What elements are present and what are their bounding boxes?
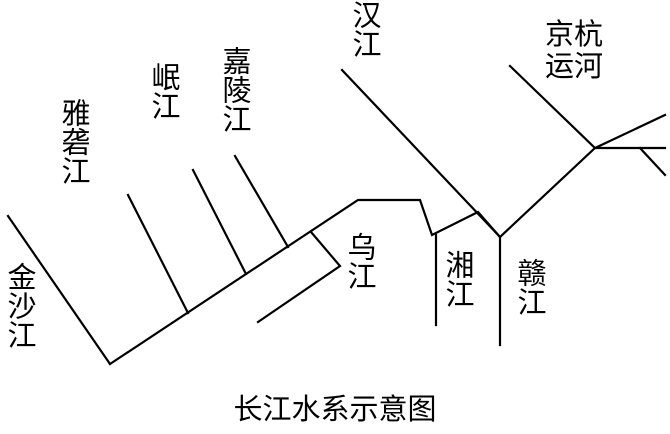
label-yalong-river: 雅砻江 [57,98,91,185]
label-grand-canal-line2: 运河 [545,49,604,83]
wu-river-line [256,230,342,324]
label-xiang-river: 湘江 [441,250,475,308]
label-jialing-river: 嘉陵江 [218,46,252,133]
label-wu-river: 乌江 [343,232,377,290]
grand-canal-line [508,64,667,150]
jialing-river-line [233,154,290,249]
diagram-caption: 长江水系示意图 [233,392,437,426]
label-jinsha-river: 金沙江 [3,262,37,349]
label-grand-canal-line1: 京杭 [545,17,604,51]
label-han-river: 汉江 [348,0,382,58]
jinsha-river-line [6,214,112,366]
yangtze-main-stem [108,146,667,366]
yalong-river-line [126,193,190,315]
label-gan-river: 赣江 [513,258,547,316]
canal-south-spur [638,146,667,177]
min-river-line [191,168,248,276]
label-min-river: 岷江 [147,62,181,120]
han-river-line [340,68,502,239]
